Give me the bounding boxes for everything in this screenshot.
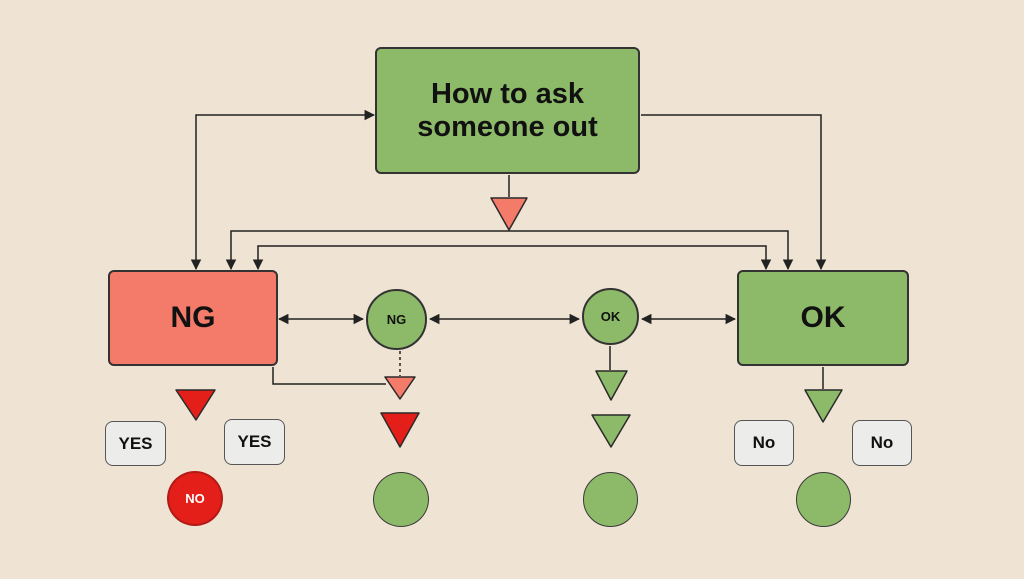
- connector-ng-box-down: [272, 367, 386, 385]
- no-chip-1: No: [734, 420, 794, 466]
- connector-ng-to-title: [190, 109, 376, 271]
- green-dot-ok-box-branch: [796, 472, 851, 527]
- triangle-ng-red: [380, 412, 420, 448]
- ng-node: NG: [108, 270, 278, 366]
- triangle-title-down: [490, 197, 528, 231]
- ok-circle-node: OK: [582, 288, 639, 345]
- triangle-ng-small: [384, 376, 416, 400]
- yes-chip-1: YES: [105, 421, 166, 466]
- triangle-ok-2: [591, 414, 631, 448]
- yes-chip-2: YES: [224, 419, 285, 465]
- connector-bus-outer: [225, 230, 794, 271]
- connector-bus-inner: [252, 245, 772, 271]
- ok-node: OK: [737, 270, 909, 366]
- ng-circle-node: NG: [366, 289, 427, 350]
- no-chip-2: No: [852, 420, 912, 466]
- triangle-ng-box-down: [175, 389, 216, 421]
- title-line-2: someone out: [417, 110, 598, 143]
- no-result-node: NO: [167, 471, 223, 526]
- triangle-ok-1: [595, 370, 628, 401]
- connector-title-to-ok: [641, 114, 827, 271]
- triangle-ok-box-down: [804, 389, 843, 423]
- title-line-1: How to ask: [430, 78, 585, 111]
- title-node: How to ask someone out: [375, 47, 640, 174]
- green-dot-ng-branch: [373, 472, 429, 527]
- green-dot-ok-branch: [583, 472, 638, 527]
